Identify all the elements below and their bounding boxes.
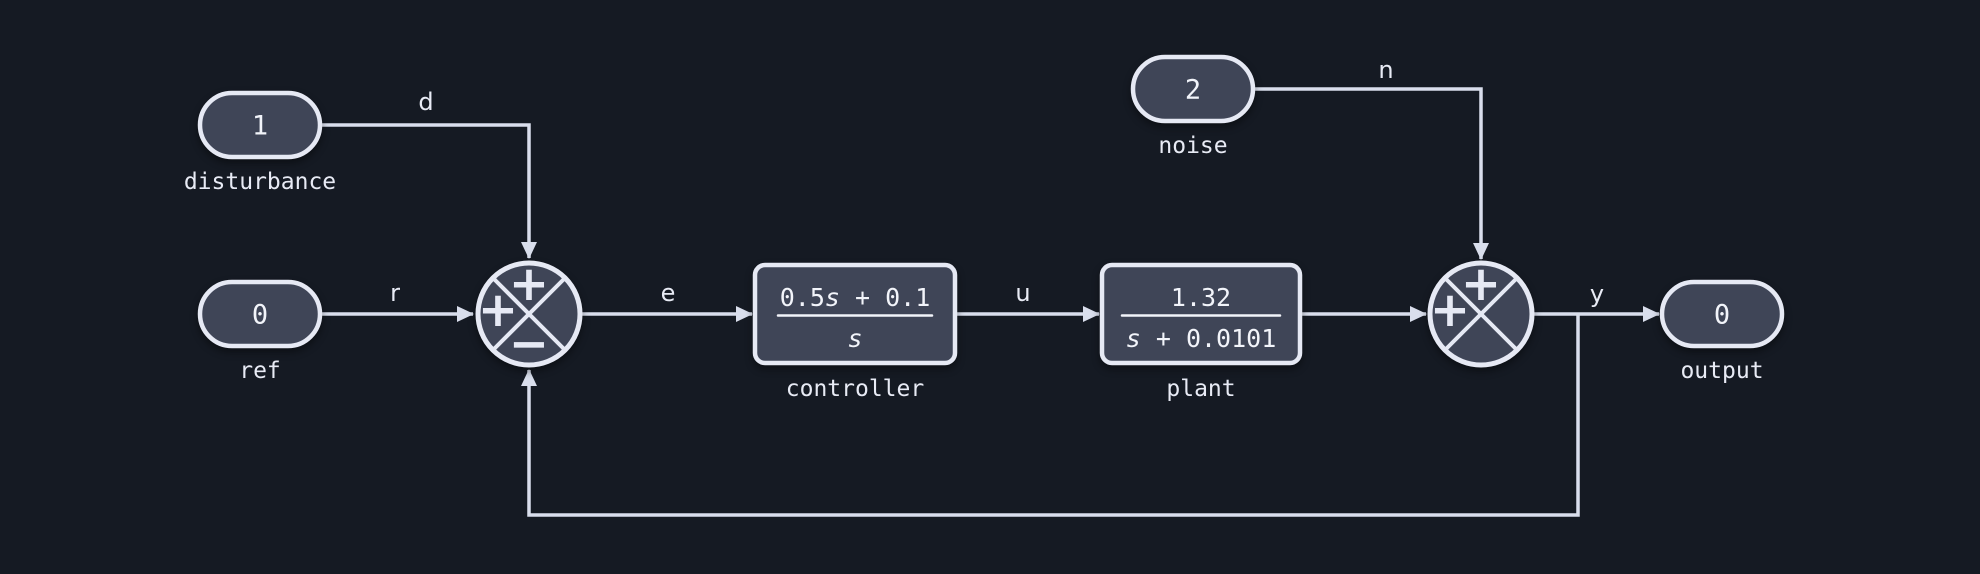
signal-label-u: u xyxy=(1015,279,1030,307)
controller-block: 0.5s + 0.1 s controller xyxy=(752,262,958,402)
sum-junction-2: + + xyxy=(1427,256,1535,368)
controller-box xyxy=(752,262,958,366)
noise-node: 2 noise xyxy=(1130,54,1256,159)
controller-label: controller xyxy=(786,376,924,402)
wire-noise-to-sum2 xyxy=(1253,87,1489,260)
controller-numerator: 0.5s + 0.1 xyxy=(780,283,931,312)
disturbance-label: disturbance xyxy=(184,169,336,195)
ref-node: 0 ref xyxy=(197,279,323,384)
ref-label: ref xyxy=(239,358,281,384)
output-pill xyxy=(1659,279,1785,349)
controller-denominator: s xyxy=(847,324,862,353)
noise-label: noise xyxy=(1158,133,1227,159)
sum1-sign-top: + xyxy=(509,256,549,312)
plant-denominator: s + 0.0101 xyxy=(1126,324,1277,353)
plant-box xyxy=(1099,262,1303,366)
output-label: output xyxy=(1680,358,1763,384)
signal-label-y: y xyxy=(1590,280,1604,308)
signal-labels: d r e u n y xyxy=(390,56,1604,308)
sum2-sign-top: + xyxy=(1461,256,1501,312)
sum2-sign-left: + xyxy=(1430,282,1470,338)
wires xyxy=(320,87,1660,517)
noise-pill xyxy=(1130,54,1256,124)
signal-label-e: e xyxy=(661,279,676,307)
sum1-sign-bottom: − xyxy=(509,316,549,372)
ref-value: 0 xyxy=(252,300,268,331)
disturbance-node: 1 disturbance xyxy=(184,90,336,195)
plant-block: 1.32 s + 0.0101 plant xyxy=(1099,262,1303,402)
signal-label-d: d xyxy=(418,88,433,116)
plant-numerator: 1.32 xyxy=(1171,283,1231,312)
signal-label-r: r xyxy=(390,279,400,307)
sum-junction-1: + + − xyxy=(475,256,583,372)
ref-pill xyxy=(197,279,323,349)
wire-disturbance-to-sum1 xyxy=(320,123,537,259)
output-node: 0 output xyxy=(1659,279,1785,384)
sum1-diagonal xyxy=(491,276,567,352)
sum2-diagonal xyxy=(1443,276,1519,352)
wire-feedback xyxy=(521,314,1580,517)
plant-label: plant xyxy=(1166,376,1235,402)
signal-label-n: n xyxy=(1378,56,1393,84)
output-value: 0 xyxy=(1714,300,1730,331)
noise-value: 2 xyxy=(1185,75,1201,106)
disturbance-value: 1 xyxy=(252,111,268,142)
disturbance-pill xyxy=(197,90,323,160)
sum1-sign-left: + xyxy=(478,282,518,338)
